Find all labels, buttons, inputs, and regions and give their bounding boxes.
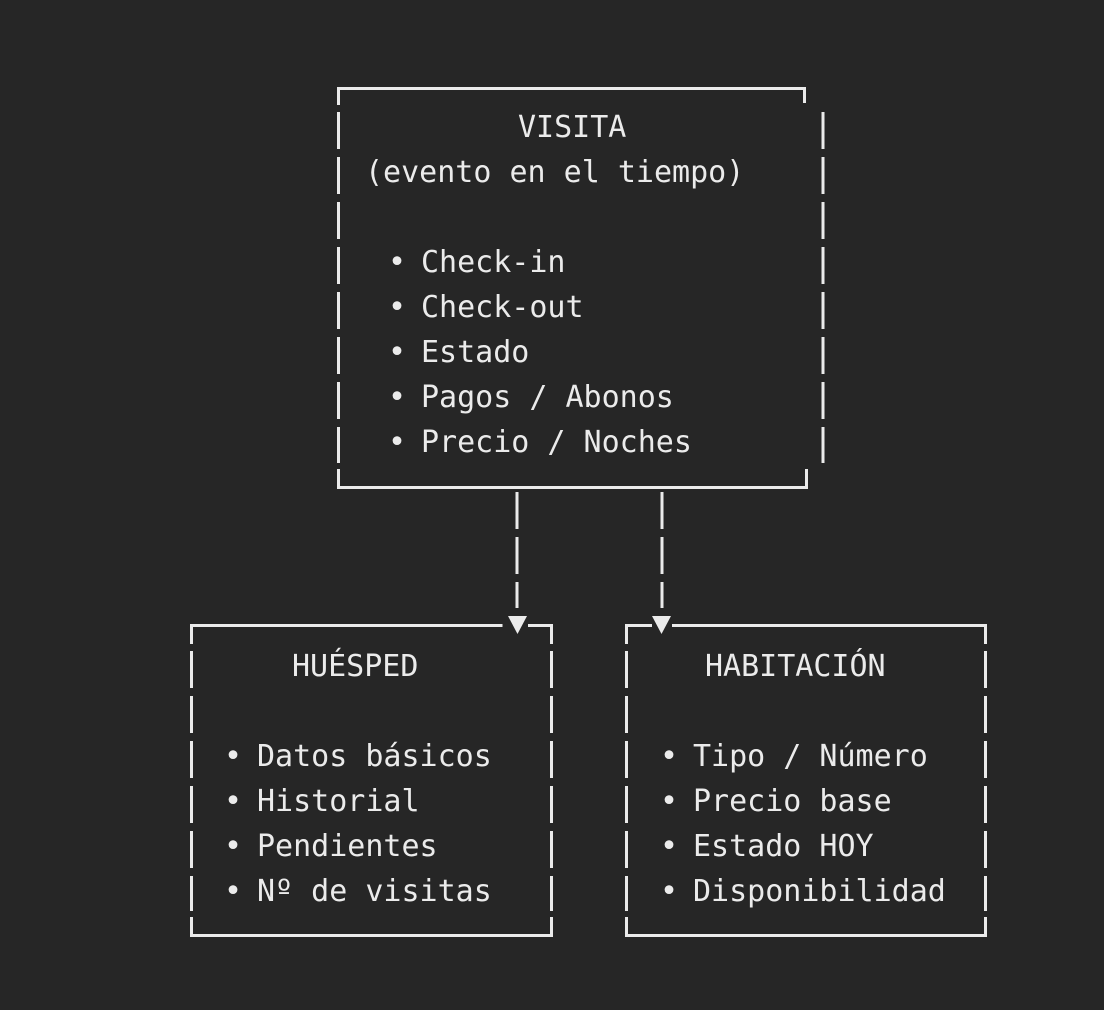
bullet-icon: • — [388, 290, 407, 325]
visita-item-list: • Check-in • Check-out • Estado • Pagos / Ab… — [388, 240, 692, 465]
huesped-box-title: HUÉSPED — [292, 649, 419, 684]
item-label: Disponibilidad — [693, 874, 946, 909]
visita-box-subtitle: (evento en el tiempo) — [365, 155, 745, 190]
list-item: • Disponibilidad — [660, 869, 946, 914]
bullet-icon: • — [224, 829, 243, 864]
huesped-box-border — [190, 624, 553, 937]
bullet-icon: • — [660, 784, 679, 819]
bullet-icon: • — [388, 245, 407, 280]
item-label: Estado HOY — [693, 829, 874, 864]
item-label: Pagos / Abonos — [421, 380, 674, 415]
item-label: Tipo / Número — [693, 739, 928, 774]
habitacion-box-title: HABITACIÓN — [705, 649, 886, 684]
arrow-down-icon-left — [508, 616, 527, 634]
list-item: • Estado — [388, 330, 692, 375]
item-label: Estado — [421, 335, 530, 370]
bullet-icon: • — [660, 829, 679, 864]
list-item: • Check-out — [388, 285, 692, 330]
bullet-icon: • — [660, 739, 679, 774]
item-label: Check-in — [421, 245, 566, 280]
item-label: Historial — [257, 784, 420, 819]
list-item: • Precio base — [660, 779, 946, 824]
list-item: • Precio / Noches — [388, 420, 692, 465]
list-item: • Estado HOY — [660, 824, 946, 869]
list-item: • Check-in — [388, 240, 692, 285]
item-label: Precio base — [693, 784, 892, 819]
bullet-icon: • — [388, 335, 407, 370]
bullet-icon: • — [224, 874, 243, 909]
item-label: Datos básicos — [257, 739, 492, 774]
bullet-icon: • — [660, 874, 679, 909]
list-item: • Tipo / Número — [660, 734, 946, 779]
list-item: • Pendientes — [224, 824, 492, 869]
bullet-icon: • — [388, 425, 407, 460]
visita-box-title: VISITA — [518, 110, 627, 145]
list-item: • Historial — [224, 779, 492, 824]
item-label: Nº de visitas — [257, 874, 492, 909]
visita-box-border — [337, 87, 825, 489]
list-item: • Nº de visitas — [224, 869, 492, 914]
bullet-icon: • — [224, 739, 243, 774]
habitacion-box-border — [625, 624, 987, 937]
huesped-item-list: • Datos básicos • Historial • Pendientes • N… — [224, 734, 492, 914]
list-item: • Datos básicos — [224, 734, 492, 779]
item-label: Pendientes — [257, 829, 438, 864]
bullet-icon: • — [388, 380, 407, 415]
list-item: • Pagos / Abonos — [388, 375, 692, 420]
habitacion-item-list: •Tipo / Número •Precio base •Estado HOY … — [660, 734, 946, 914]
item-label: Precio / Noches — [421, 425, 692, 460]
bullet-icon: • — [224, 784, 243, 819]
item-label: Check-out — [421, 290, 584, 325]
arrow-down-icon-right — [652, 616, 671, 634]
